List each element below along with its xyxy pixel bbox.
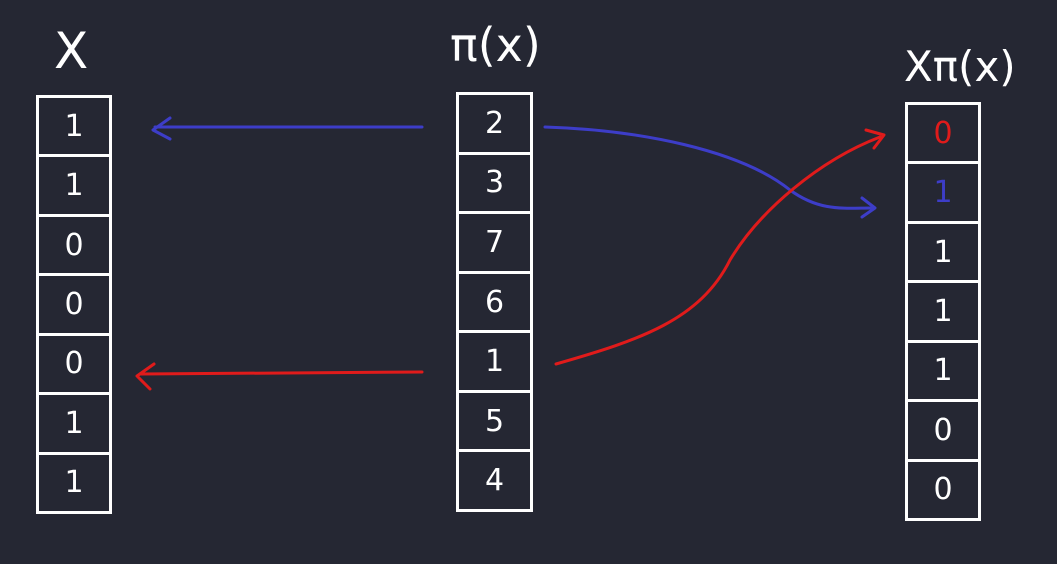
red-arrow-to-x-pi (554, 135, 882, 366)
red-arrowhead-right (864, 128, 886, 150)
array-pi-cell: 6 (459, 274, 530, 334)
array-pi-cell: 1 (459, 333, 530, 393)
array-x: 1 1 0 0 0 1 1 (36, 95, 112, 514)
array-pi-cell: 3 (459, 155, 530, 215)
header-x: X (54, 22, 89, 80)
array-x-pi-cell: 1 (908, 224, 978, 284)
array-x-cell: 0 (39, 276, 109, 336)
array-x-pi-cell: 1 (908, 164, 978, 224)
blue-arrow-to-x-pi (543, 125, 874, 210)
array-x-pi-cell: 0 (933, 472, 953, 508)
array-x-cell: 1 (39, 98, 109, 158)
array-x-pi-cell: 1 (908, 343, 978, 403)
array-pi-cell: 2 (459, 95, 530, 155)
array-pi-cell: 4 (484, 463, 505, 499)
blue-arrowhead-left (151, 116, 172, 141)
array-x-cell: 1 (39, 157, 109, 217)
array-x-pi-cell: 0 (908, 402, 978, 462)
array-x-cell: 0 (39, 336, 109, 396)
red-arrow-to-x (138, 370, 424, 376)
array-x-cell: 0 (39, 217, 109, 277)
header-pi-x: π(x) (450, 18, 541, 72)
array-pi: 2 3 7 6 1 5 4 (456, 92, 533, 512)
red-arrowhead-left (135, 362, 156, 391)
header-x-pi-x: Xπ(x) (904, 42, 1016, 91)
blue-arrowhead-right (860, 196, 877, 219)
array-x-cell: 1 (39, 395, 109, 455)
array-pi-cell: 7 (459, 214, 530, 274)
array-x-pi-cell: 1 (908, 283, 978, 343)
array-x-cell: 1 (64, 465, 84, 501)
array-pi-cell: 5 (459, 393, 530, 453)
array-x-pi-cell: 0 (908, 105, 978, 165)
array-x-pi: 0 1 1 1 1 0 0 (905, 102, 981, 521)
